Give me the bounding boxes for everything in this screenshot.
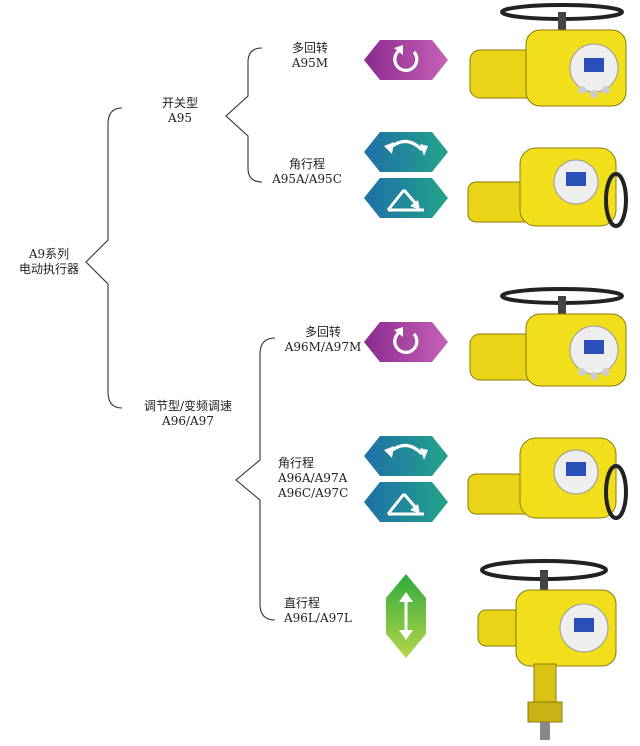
type-name: 角行程 <box>278 456 315 470</box>
type-code: A96M/A97M <box>284 340 362 354</box>
actuator-image-a96l <box>477 559 617 740</box>
type-code: A96A/A97A <box>278 471 348 485</box>
quarter-turn-icon <box>364 132 448 172</box>
type-code: A95A/A95C <box>272 172 342 186</box>
type-label-a96m: 多回转 A96M/A97M <box>278 325 368 355</box>
type-code: A96L/A97L <box>284 611 352 625</box>
switch-type-bracket <box>225 47 263 183</box>
actuator-image-a96a <box>467 437 628 520</box>
multi-turn-icon <box>364 40 448 80</box>
root-bracket <box>85 107 123 409</box>
root-subtitle: 电动执行器 <box>18 262 79 276</box>
root-label: A9系列 电动执行器 <box>12 247 86 277</box>
type-name: 角行程 <box>288 157 325 171</box>
type-code: A95M <box>291 56 329 70</box>
branch-name: 开关型 <box>161 96 198 110</box>
type-code: A96C/A97C <box>278 486 349 500</box>
type-label-a95m: 多回转 A95M <box>270 41 350 71</box>
branch-name: 调节型/变频调速 <box>143 399 233 413</box>
type-name: 多回转 <box>304 325 341 339</box>
actuator-image-a95a <box>467 147 628 228</box>
type-label-a96l: 直行程 A96L/A97L <box>284 596 374 626</box>
branch-label-modulating: 调节型/变频调速 A96/A97 <box>128 399 248 429</box>
angle-stroke-icon <box>364 178 448 218</box>
angle-stroke-icon <box>364 482 448 522</box>
quarter-turn-icon <box>364 436 448 476</box>
type-name: 多回转 <box>291 41 328 55</box>
type-label-a95a: 角行程 A95A/A95C <box>262 157 352 187</box>
branch-code: A96/A97 <box>162 414 214 428</box>
root-title: A9系列 <box>28 247 70 261</box>
multi-turn-icon <box>364 322 448 362</box>
linear-stroke-icon <box>386 574 426 658</box>
type-label-a96a: 角行程 A96A/A97A A96C/A97C <box>278 456 368 501</box>
actuator-image-a96m <box>469 287 627 387</box>
type-name: 直行程 <box>284 596 321 610</box>
branch-label-switch: 开关型 A95 <box>150 96 210 126</box>
modulating-type-bracket <box>235 337 276 621</box>
actuator-image-a95m <box>469 3 627 107</box>
branch-code: A95 <box>168 111 192 125</box>
